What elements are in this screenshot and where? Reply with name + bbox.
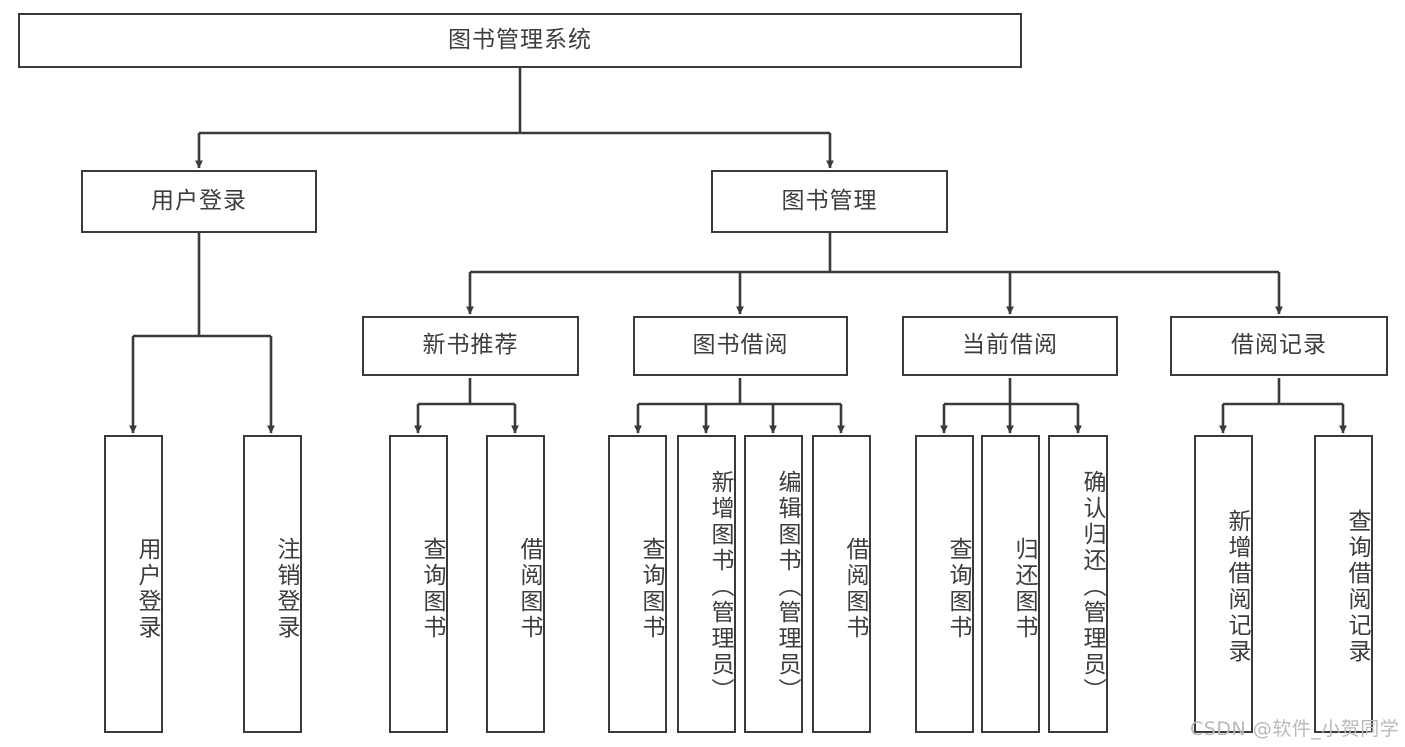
node-leaf-query-book-2[interactable]: 查询图书 [608,435,667,733]
node-leaf-query-book-1[interactable]: 查询图书 [389,435,448,733]
node-leaf-query-book-3-label: 查询图书 [945,537,971,641]
node-leaf-user-login[interactable]: 用户登录 [104,435,163,733]
node-leaf-borrow-book-2-label: 借阅图书 [842,537,868,641]
csdn-watermark: CSDN @软件_小贺同学 [1190,718,1400,740]
node-leaf-edit-book[interactable]: 编辑图书（管理员） [744,435,803,733]
node-current-borrow[interactable]: 当前借阅 [902,316,1118,376]
node-user-login[interactable]: 用户登录 [81,170,317,233]
node-leaf-return-book-label: 归还图书 [1011,537,1037,641]
node-book-management[interactable]: 图书管理 [711,170,948,233]
node-root-label: 图书管理系统 [448,26,592,53]
node-leaf-borrow-book-1[interactable]: 借阅图书 [486,435,545,733]
node-leaf-add-record[interactable]: 新增借阅记录 [1194,435,1253,733]
node-leaf-borrow-book-2[interactable]: 借阅图书 [812,435,871,733]
node-book-borrow-label: 图书借阅 [692,332,789,359]
node-leaf-user-login-label: 用户登录 [134,537,160,641]
node-borrow-record-label: 借阅记录 [1231,332,1327,359]
node-user-login-label: 用户登录 [151,187,247,214]
node-root[interactable]: 图书管理系统 [18,13,1022,68]
node-leaf-query-book-1-label: 查询图书 [419,537,445,641]
node-new-book-recommend-label: 新书推荐 [422,332,519,359]
node-leaf-query-book-2-label: 查询图书 [638,537,664,641]
node-leaf-query-book-3[interactable]: 查询图书 [915,435,974,733]
node-leaf-logout-login-label: 注销登录 [273,537,299,641]
node-leaf-confirm-return[interactable]: 确认归还（管理员） [1048,435,1108,733]
node-leaf-logout-login[interactable]: 注销登录 [243,435,302,733]
node-leaf-edit-book-label: 编辑图书（管理员） [774,470,800,704]
node-leaf-add-book-label: 新增图书（管理员） [707,470,733,704]
node-leaf-return-book[interactable]: 归还图书 [981,435,1040,733]
node-book-management-label: 图书管理 [781,187,878,214]
node-leaf-borrow-book-1-label: 借阅图书 [516,537,542,641]
node-leaf-add-record-label: 新增借阅记录 [1224,509,1250,665]
node-leaf-query-record[interactable]: 查询借阅记录 [1314,435,1373,733]
node-leaf-confirm-return-label: 确认归还（管理员） [1079,470,1105,704]
node-book-borrow[interactable]: 图书借阅 [633,316,848,376]
node-new-book-recommend[interactable]: 新书推荐 [362,316,579,376]
node-borrow-record[interactable]: 借阅记录 [1170,316,1388,376]
node-leaf-add-book[interactable]: 新增图书（管理员） [677,435,736,733]
node-leaf-query-record-label: 查询借阅记录 [1344,509,1370,665]
node-current-borrow-label: 当前借阅 [962,332,1058,359]
